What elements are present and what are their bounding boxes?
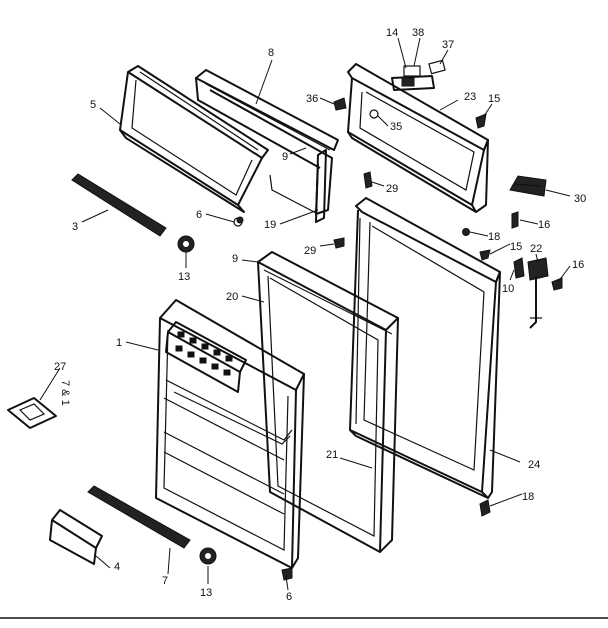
callout-20: 20 [226, 291, 238, 303]
trim-strip-3 [71, 173, 167, 237]
screw-6-upper [236, 216, 244, 224]
main-door-frame-24 [349, 197, 501, 499]
callout-10: 10 [502, 283, 514, 295]
callout-15-lower: 15 [510, 241, 522, 253]
screw-15-lower [479, 249, 491, 261]
knob-13-lower [199, 547, 217, 565]
callout-29-upper: 29 [386, 183, 398, 195]
callout-18-upper: 18 [488, 231, 500, 243]
callout-16-lower: 16 [572, 259, 584, 271]
trim-strip-7 [87, 485, 191, 549]
callout-9-upper: 9 [282, 151, 288, 163]
callout-38: 38 [412, 27, 424, 39]
main-door-liner-21 [257, 251, 399, 553]
hinge-30 [509, 175, 547, 197]
screw-15-upper [475, 113, 487, 129]
screw-18-upper [462, 228, 470, 236]
screw-16-upper [511, 211, 519, 229]
callout-13-upper: 13 [178, 271, 190, 283]
callout-1: 1 [116, 337, 122, 349]
callout-23: 23 [464, 91, 476, 103]
callout-3: 3 [72, 221, 78, 233]
callout-21: 21 [326, 449, 338, 461]
callout-19: 19 [264, 219, 276, 231]
callout-30: 30 [574, 193, 586, 205]
callout-6-upper: 6 [196, 209, 202, 221]
callout-15-upper: 15 [488, 93, 500, 105]
callout-35: 35 [390, 121, 402, 133]
freezer-handle-14 [391, 59, 446, 91]
screw-29-lower [333, 237, 345, 249]
callout-24: 24 [528, 459, 540, 471]
hinge-22 [527, 257, 549, 329]
hinge-10 [513, 257, 525, 279]
callout-labels: 1 3 4 5 6 6 7 8 9 9 10 13 13 14 15 15 16… [54, 27, 586, 603]
screw-29-upper [363, 171, 373, 189]
screw-35 [369, 109, 379, 119]
callout-27: 27 [54, 361, 66, 373]
callout-22: 22 [530, 243, 542, 255]
callout-37: 37 [442, 39, 454, 51]
screw-18-lower [479, 499, 491, 517]
callout-6-lower: 6 [286, 591, 292, 603]
callout-9-lower: 9 [232, 253, 238, 265]
callout-18-lower: 18 [522, 491, 534, 503]
callout-16-upper: 16 [538, 219, 550, 231]
door-strip-19 [315, 149, 327, 223]
callout-14: 14 [386, 27, 398, 39]
callout-8: 8 [268, 47, 274, 59]
door-liner-1 [155, 299, 305, 569]
callout-29-lower: 29 [304, 245, 316, 257]
callout-13-lower: 13 [200, 587, 212, 599]
part-27 [7, 397, 57, 429]
freezer-door-frame [347, 63, 489, 213]
screw-36 [333, 97, 347, 111]
callout-4: 4 [114, 561, 120, 573]
leader-lines [39, 37, 571, 591]
callout-36: 36 [306, 93, 318, 105]
callout-7: 7 [162, 575, 168, 587]
screw-6-lower [281, 567, 293, 581]
bin-piece-4 [49, 509, 103, 565]
side-text-27: 7 & 1 [59, 380, 71, 406]
knob-13-upper [177, 235, 195, 253]
callout-5: 5 [90, 99, 96, 111]
screw-16-lower [551, 277, 563, 291]
